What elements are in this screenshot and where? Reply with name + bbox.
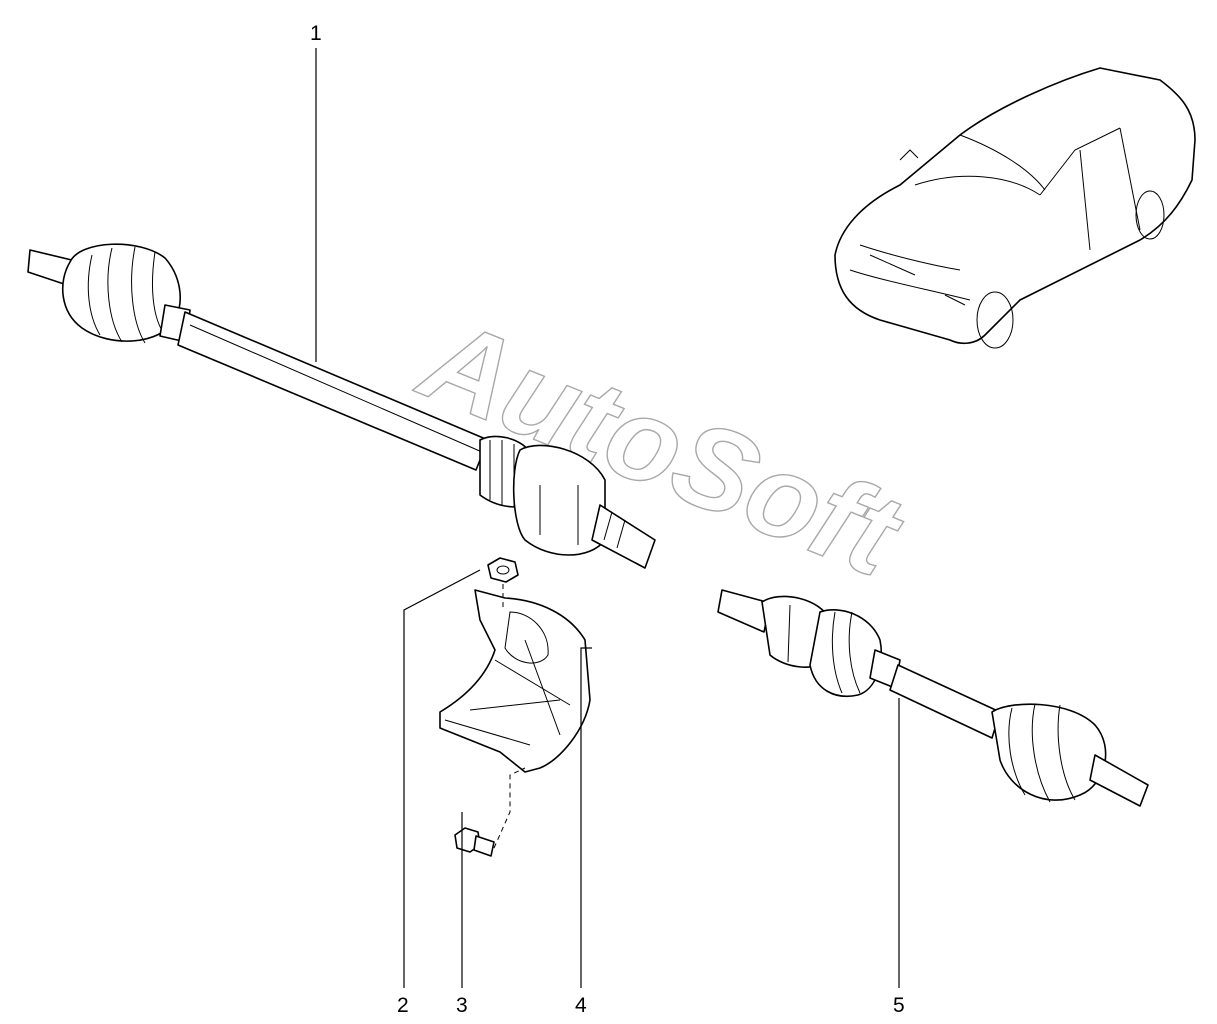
flange-nut	[487, 557, 519, 610]
callout-2: 2	[397, 994, 409, 1017]
drive-shaft-left	[717, 589, 1149, 807]
flange-bolt	[454, 767, 526, 857]
vehicle-inset	[834, 67, 1196, 349]
callout-1: 1	[310, 22, 322, 45]
callout-5: 5	[893, 994, 905, 1017]
leader-line-4	[580, 647, 592, 988]
callout-3: 3	[456, 994, 468, 1017]
heat-shield	[439, 589, 591, 773]
leader-line-2	[403, 569, 481, 988]
callout-4: 4	[575, 994, 587, 1017]
drive-shaft-right	[27, 243, 656, 569]
